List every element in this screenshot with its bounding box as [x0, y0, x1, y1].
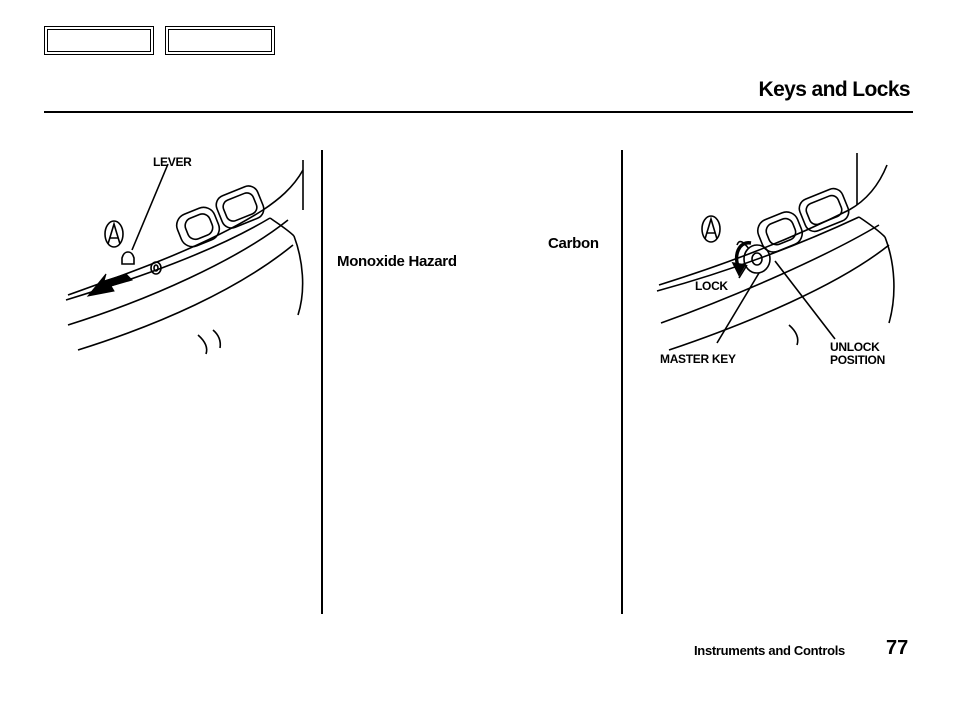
hazard-heading-part2: Monoxide Hazard	[337, 253, 457, 270]
unlock-position-callout-line2: POSITION	[830, 353, 885, 367]
lock-callout: LOCK	[695, 279, 728, 293]
page-number: 77	[886, 637, 909, 659]
previous-page-button[interactable]	[44, 26, 154, 55]
master-key-lock-illustration: LOCK UNLOCK POSITION MASTER KEY	[639, 145, 914, 377]
column-divider-left	[321, 150, 323, 614]
master-key-callout: MASTER KEY	[660, 352, 736, 366]
tailgate-lever-illustration: LEVER	[48, 150, 310, 362]
page-title: Keys and Locks	[758, 78, 911, 101]
lever-callout: LEVER	[153, 155, 192, 169]
footer-section-name: Instruments and Controls	[694, 643, 845, 658]
next-page-button[interactable]	[165, 26, 275, 55]
unlock-position-callout-line1: UNLOCK	[830, 340, 880, 354]
hazard-heading-part1: Carbon	[548, 235, 599, 252]
title-divider	[44, 111, 913, 113]
column-divider-right	[621, 150, 623, 614]
